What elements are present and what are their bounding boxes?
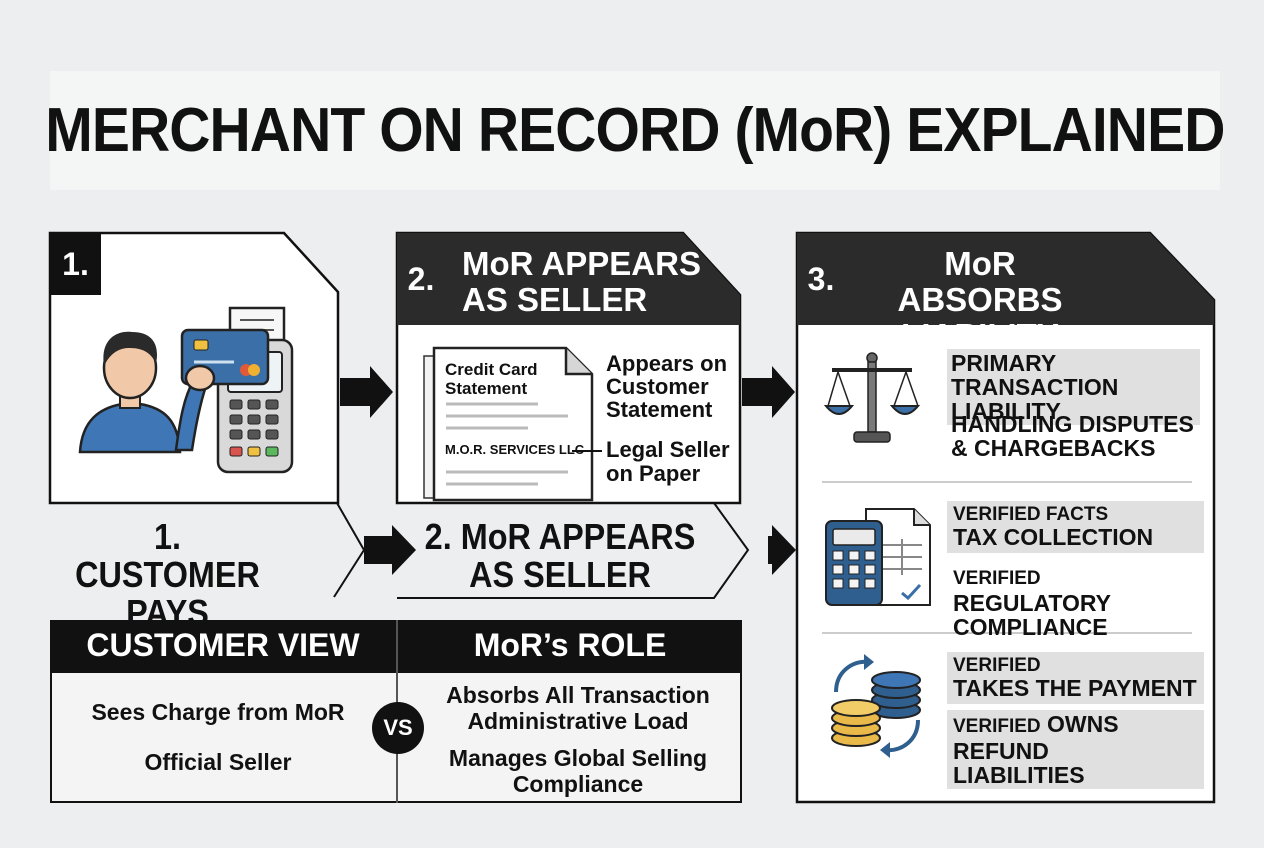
tax-item: VERIFIED FACTS TAX COLLECTION (947, 501, 1204, 553)
mor-role-item-2: Manages Global Selling Compliance (448, 745, 708, 797)
statement-title: Credit Card Statement (445, 360, 538, 398)
arrow-caption-1-to-2 (364, 525, 416, 575)
mor-role-header: MoR’s ROLE (473, 627, 667, 663)
panel-3-header-bg (797, 233, 1214, 325)
statement-entry: M.O.R. SERVICES LLC (445, 442, 585, 457)
step-1-caption: 1. CUSTOMER PAYS (75, 516, 260, 633)
chevron-line-1 (333, 502, 366, 598)
step-3-header: MoR ABSORBS LIABILITY (897, 245, 1063, 354)
page-title: MERCHANT ON RECORD (MoR) EXPLAINED (45, 96, 1225, 165)
liability-item-1: PRIMARY TRANSACTION LIABILITY (947, 349, 1200, 425)
compliance-item: VERIFIED REGULATORY COMPLIANCE (953, 568, 1112, 640)
vs-badge: VS (372, 702, 424, 754)
customer-view-item-2: Official Seller (144, 749, 292, 775)
customer-paying-icon (78, 306, 294, 474)
mor-role-item-1: Absorbs All Transaction Administrative L… (446, 682, 710, 734)
statement-note-2: Legal Seller on Paper (606, 437, 730, 486)
step-2-number: 2. (407, 261, 435, 297)
step-2-header: MoR APPEARS AS SELLER (462, 245, 701, 318)
step-1-number: 1. (50, 234, 101, 295)
payment-item: VERIFIED TAKES THE PAYMENT (947, 652, 1204, 704)
arrow-caption-2-to-3 (768, 525, 796, 575)
arrow-2-to-3 (742, 366, 795, 418)
entry-pointer-line (572, 450, 602, 452)
title-band: MERCHANT ON RECORD (MoR) EXPLAINED (45, 71, 1226, 190)
calculator-document-icon (825, 508, 931, 606)
step-3-number: 3. (807, 261, 835, 297)
arrow-1-to-2 (340, 366, 393, 418)
step-2-caption: 2. MoR APPEARS AS SELLER (424, 516, 696, 595)
customer-view-item-1: Sees Charge from MoR (91, 699, 345, 725)
statement-note-1: Appears on Customer Statement (606, 351, 728, 422)
chevron-line-2 (397, 502, 750, 599)
refund-item: VERIFIED OWNS REFUND LIABILITIES (947, 710, 1204, 789)
panel-2-header-bg (397, 233, 740, 325)
coins-refund-icon (831, 654, 921, 758)
customer-view-header: CUSTOMER VIEW (86, 627, 360, 663)
statement-document-icon (423, 346, 594, 502)
liability-item-2: HANDLING DISPUTES & CHARGEBACKS (951, 411, 1194, 461)
scales-icon (823, 352, 921, 443)
